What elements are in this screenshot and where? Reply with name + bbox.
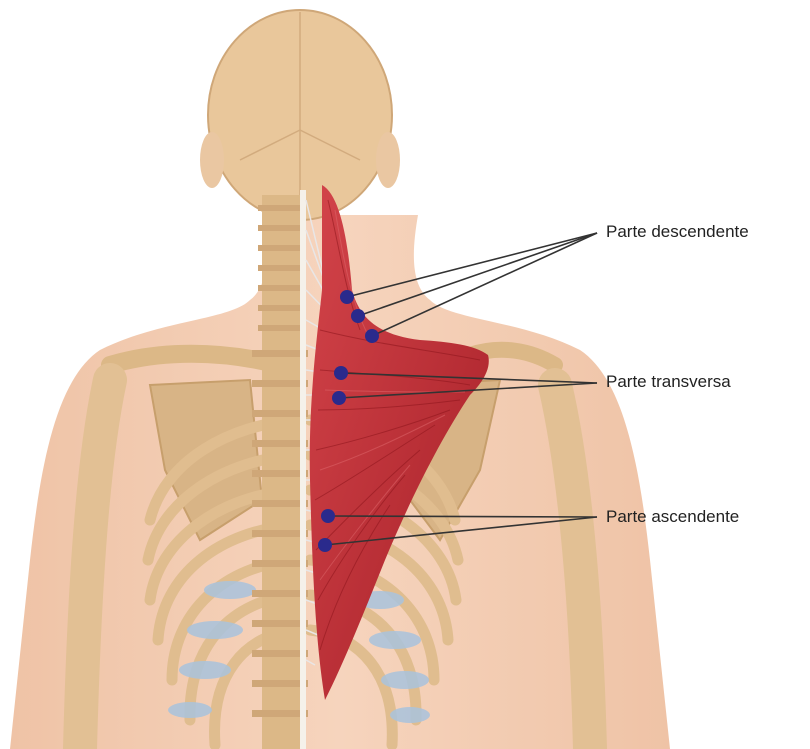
marker-descendente-3 — [365, 329, 379, 343]
marker-ascendente-2 — [318, 538, 332, 552]
label-parte-transversa: Parte transversa — [606, 372, 731, 392]
label-parte-ascendente: Parte ascendente — [606, 507, 739, 527]
marker-transversa-2 — [332, 391, 346, 405]
label-parte-descendente: Parte descendente — [606, 222, 749, 242]
skull — [200, 10, 400, 220]
marker-descendente-2 — [351, 309, 365, 323]
marker-transversa-1 — [334, 366, 348, 380]
marker-descendente-1 — [340, 290, 354, 304]
marker-ascendente-1 — [321, 509, 335, 523]
